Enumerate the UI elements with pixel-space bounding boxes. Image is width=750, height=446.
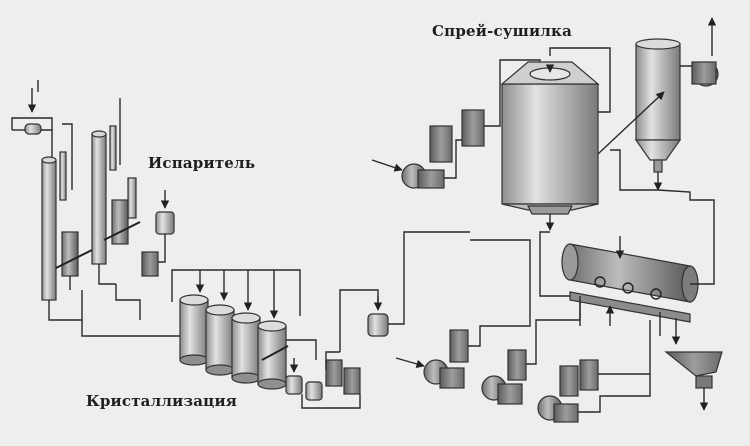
exhaust-fan [691,61,719,87]
separator [127,177,137,219]
pump-unit [141,251,159,277]
pipe [598,320,651,375]
blower-3 [537,395,579,423]
air-heater [579,359,599,391]
exhaust-to-cyclone [597,91,665,155]
spray-dryer-section [371,17,719,236]
pipe [690,236,715,285]
spray-dryer-chamber [500,61,600,215]
cyclone-separator [634,38,682,173]
circulation-pump-1 [61,231,79,277]
crystallizer-tank-3 [231,312,261,384]
pump-shaft [55,247,97,269]
column-top [41,156,57,164]
circulation-pump-2 [111,199,129,245]
evaporator-section [11,80,180,337]
crystallizer-tank-4 [257,320,289,390]
evaporator-column-1 [41,159,57,301]
pipe [468,239,531,347]
air-supply-units [395,239,651,423]
pipe [388,231,470,325]
crystallizer-tank-1 [179,294,209,366]
air-inlet-arrow [395,357,425,368]
pipe [657,189,715,236]
sight-glass [594,276,606,288]
pump-unit [343,367,361,395]
feed-header [171,269,301,316]
blower-2 [481,375,523,405]
air-inlet-fan [401,163,445,189]
dryer-feed-tank [367,313,389,337]
crystallizer-tank-2 [205,304,235,376]
pump-shaft [103,221,141,241]
pipe [325,351,340,370]
pipe [48,290,83,321]
slurry-tank-1 [285,375,303,395]
condenser-tube-2 [109,125,117,171]
sight-glass [650,288,662,300]
pipe [444,139,462,179]
pipe [41,129,53,160]
crystallization-section [171,231,470,409]
crystallization-label: Кристаллизация [86,392,238,410]
sight-glass [622,282,634,294]
product-discharge-hopper [664,351,723,389]
pump-unit [325,359,343,387]
pipe [526,300,581,365]
air-filter [507,349,527,381]
air-filter [429,125,453,163]
pipe [286,339,317,360]
air-inlet-arrow [371,159,403,172]
pipe [539,231,570,297]
slurry-tank-2 [305,381,323,401]
pipe [549,47,611,113]
pipe [62,123,73,190]
pipe [158,234,166,263]
evaporator-column-2 [91,133,107,265]
evaporator-label: Испаритель [148,154,256,172]
fluid-bed-dryer [539,231,723,411]
evaporated-liquor-tank [155,211,175,235]
air-heater [461,109,485,147]
blower-1 [423,359,465,389]
preheater [24,123,42,135]
pipe [610,149,658,191]
condenser-tube-1 [59,151,67,201]
pipe [115,284,141,320]
pipe [301,394,361,409]
pipe [11,117,53,130]
pipe [578,374,651,413]
pipe [98,264,116,285]
pipe [81,320,180,337]
column-top [91,130,107,138]
air-filter [559,365,579,397]
air-filter [449,329,469,363]
spray-dryer-label: Спрей-сушилка [432,22,573,40]
